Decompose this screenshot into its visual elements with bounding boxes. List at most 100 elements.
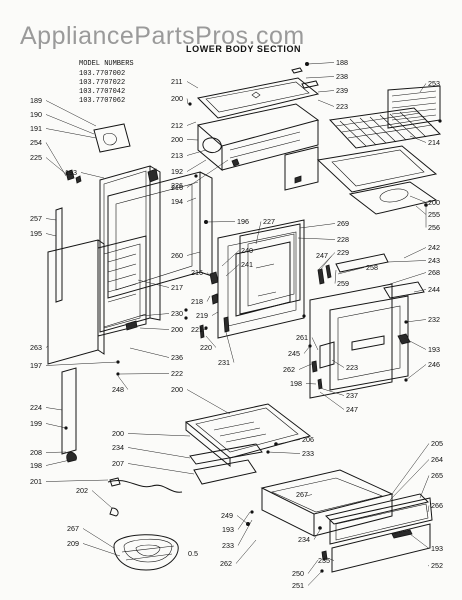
- part-callout-number: 201: [30, 477, 42, 486]
- part-callout-number: 268: [428, 268, 440, 277]
- callout-leader-line: [305, 76, 335, 79]
- callout-leader-line: [45, 157, 67, 175]
- callout-leader-line: [317, 90, 335, 93]
- part-callout-number: 255: [428, 210, 440, 219]
- part-callout-number: 254: [30, 138, 42, 147]
- callout-leader-line: [409, 533, 430, 549]
- part-callout-number: 266: [431, 501, 443, 510]
- part-callout-number: 200: [171, 94, 183, 103]
- callout-leader-line: [307, 62, 335, 65]
- callout-leader-line: [186, 139, 199, 141]
- part-callout-number: 257: [30, 214, 42, 223]
- callout-leader-line: [415, 205, 427, 215]
- part-callout-number: 247: [346, 405, 358, 414]
- callout-leader-line: [387, 260, 427, 263]
- callout-leader-line: [419, 475, 430, 499]
- callout-leader-line: [403, 337, 427, 350]
- part-callout-number: 235: [318, 556, 330, 565]
- part-callout-number: 194: [171, 197, 183, 206]
- callout-leader-line: [405, 364, 427, 381]
- callout-leader-line: [186, 159, 229, 188]
- part-callout-number: 216: [171, 183, 183, 192]
- callout-leader-line: [321, 555, 335, 561]
- part-callout-number: 232: [428, 315, 440, 324]
- part-callout-number: 197: [30, 361, 42, 370]
- part-callout-number: 193: [65, 168, 77, 177]
- part-callout-number: 214: [428, 138, 440, 147]
- callout-leader-line: [305, 383, 317, 385]
- callout-leader-line: [129, 347, 170, 358]
- model-number: 103.7707062: [79, 97, 125, 105]
- callout-leader-line: [45, 142, 67, 177]
- callout-leader-line: [313, 529, 321, 540]
- part-callout-number: 258: [366, 263, 378, 272]
- callout-leader-line: [186, 197, 197, 202]
- part-callout-number: 222: [171, 369, 183, 378]
- part-callout-number: 193: [222, 525, 234, 534]
- part-callout-number: 228: [337, 235, 349, 244]
- part-callout-number: 237: [346, 391, 358, 400]
- callout-leader-line: [186, 181, 199, 186]
- callout-leader-line: [205, 335, 217, 348]
- part-callout-number: 261: [296, 333, 308, 342]
- callout-leader-line: [317, 99, 335, 107]
- part-callout-number: 248: [112, 385, 124, 394]
- callout-leader-line: [319, 391, 345, 410]
- part-callout-number: 224: [30, 403, 42, 412]
- part-callout-number: 243: [428, 256, 440, 265]
- callout-leader-line: [211, 311, 219, 316]
- part-callout-number: 262: [220, 559, 232, 568]
- part-callout-number: 263: [30, 343, 42, 352]
- part-callout-number: 192: [171, 167, 183, 176]
- part-callout-number: 260: [171, 251, 183, 260]
- part-callout-number: 244: [428, 285, 440, 294]
- callout-leader-line: [319, 387, 345, 396]
- footnote-marker: 0.5: [188, 549, 198, 558]
- callout-leader-line: [221, 250, 240, 267]
- callout-leader-line: [186, 251, 201, 256]
- callout-leader-line: [199, 329, 208, 331]
- model-number: 103.7707042: [79, 88, 125, 96]
- callout-leader-line: [389, 272, 427, 285]
- callout-leader-line: [237, 511, 251, 530]
- callout-leader-line: [82, 528, 115, 549]
- part-callout-number: 213: [171, 151, 183, 160]
- callout-leader-line: [299, 223, 336, 229]
- part-callout-number: 189: [30, 96, 42, 105]
- callout-leader-line: [45, 479, 109, 482]
- part-callout-number: 193: [428, 345, 440, 354]
- part-callout-number: 236: [171, 353, 183, 362]
- part-callout-number: 230: [171, 309, 183, 318]
- callout-leader-line: [305, 494, 313, 497]
- part-callout-number: 251: [292, 581, 304, 590]
- part-callout-number: 250: [292, 569, 304, 578]
- callout-leader-line: [45, 128, 97, 139]
- part-callout-number: 198: [290, 379, 302, 388]
- callout-leader-line: [225, 264, 240, 277]
- model-header: MODEL NUMBERS: [79, 60, 134, 68]
- part-callout-number: 245: [288, 349, 300, 358]
- callout-leader-line: [186, 81, 199, 89]
- part-callout-number: 221: [191, 325, 203, 334]
- callout-leader-line: [427, 505, 430, 513]
- part-callout-number: 247: [316, 251, 328, 260]
- callout-leader-line: [409, 195, 427, 203]
- storage-drawer: [246, 469, 433, 573]
- part-callout-number: 264: [431, 455, 443, 464]
- part-callout-number: 218: [191, 297, 203, 306]
- part-callout-number: 253: [428, 79, 440, 88]
- part-callout-number: 238: [336, 72, 348, 81]
- part-callout-number: 252: [431, 561, 443, 570]
- callout-leader-line: [127, 463, 195, 475]
- callout-leader-line: [391, 443, 430, 495]
- part-callout-number: 198: [30, 461, 42, 470]
- callout-leader-line: [91, 490, 113, 509]
- part-callout-number: 200: [171, 385, 183, 394]
- part-callout-number: 233: [302, 449, 314, 458]
- part-callout-number: 209: [67, 539, 79, 548]
- part-callout-number: 190: [30, 110, 42, 119]
- callout-leader-line: [186, 389, 231, 415]
- callout-leader-line: [205, 221, 236, 223]
- callout-leader-line: [334, 269, 337, 284]
- callout-leader-line: [298, 361, 317, 370]
